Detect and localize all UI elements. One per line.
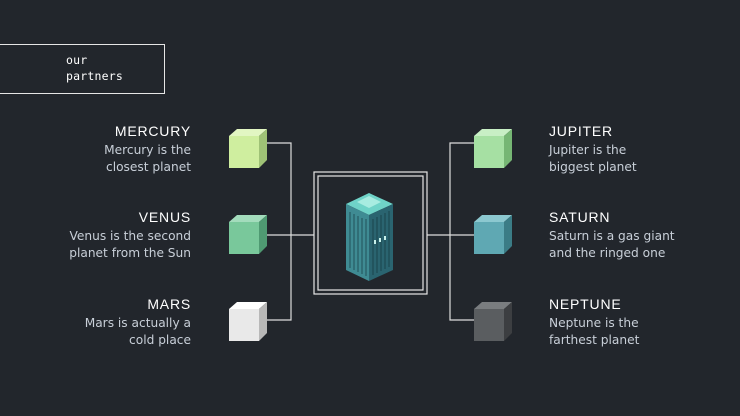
mercury-cube-icon [229,129,267,168]
saturn-cube-icon [474,215,512,254]
title-line-1: our [66,53,88,67]
jupiter-cube-icon [474,129,512,168]
jupiter-heading: JUPITER [549,123,613,139]
venus-cube-icon [229,215,267,254]
saturn-desc-line-1: Saturn is a gas giant [549,229,675,243]
neptune-heading: NEPTUNE [549,296,622,312]
venus-desc-line-2: planet from the Sun [69,246,191,260]
neptune-desc-line-1: Neptune is the [549,316,639,330]
venus-heading: VENUS [138,209,191,225]
mercury-desc-line-2: closest planet [106,160,191,174]
saturn-heading: SATURN [549,209,611,225]
mars-heading: MARS [147,296,191,312]
mars-cube-icon [229,302,267,341]
mercury-desc-line-1: Mercury is the [104,143,191,157]
right-bracket-line [449,142,474,321]
office-building-icon [346,193,393,281]
connector-lines [267,142,474,321]
neptune-cube-icon [474,302,512,341]
jupiter-desc-line-1: Jupiter is the [549,143,627,157]
mars-desc-line-1: Mars is actually a [84,316,191,330]
mars-desc-line-2: cold place [129,333,191,347]
left-bracket-line [267,142,292,321]
mercury-heading: MERCURY [114,123,191,139]
jupiter-desc-line-2: biggest planet [549,160,637,174]
section-title-box: our partners [0,44,165,94]
venus-desc-line-1: Venus is the second [69,229,191,243]
center-frame [313,171,428,295]
saturn-desc-line-2: and the ringed one [549,246,666,260]
neptune-desc-line-2: farthest planet [549,333,640,347]
title-line-2: partners [66,69,123,83]
